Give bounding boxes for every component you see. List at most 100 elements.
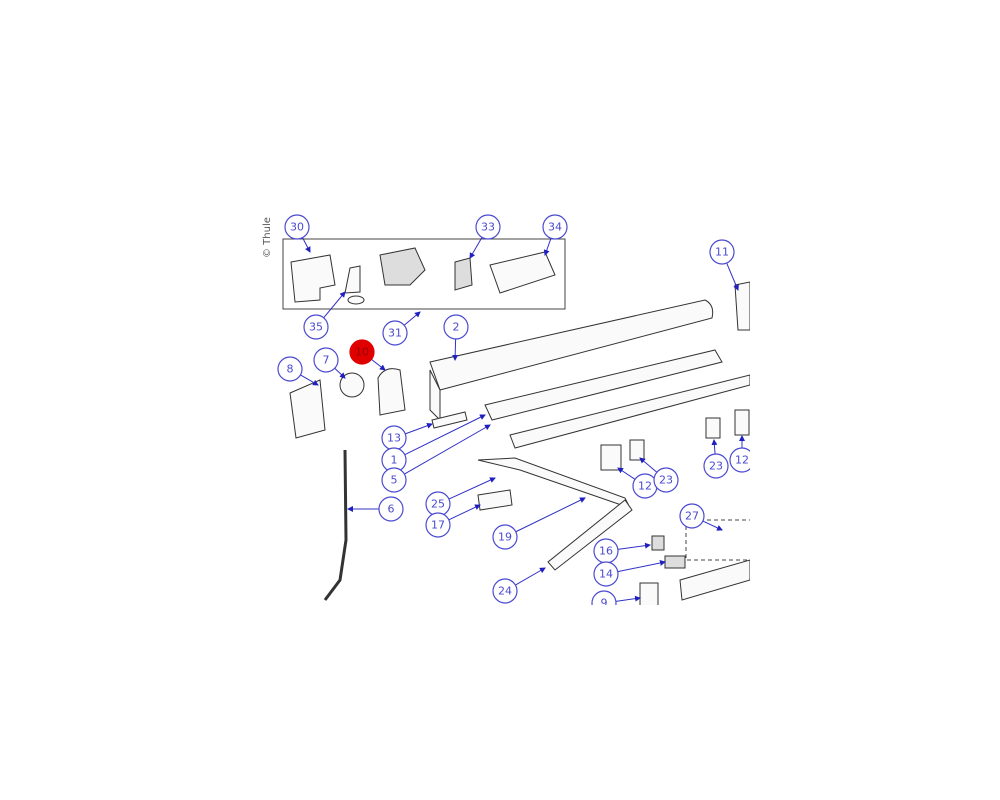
callout-circle (277, 356, 303, 382)
part-12b (734, 409, 750, 436)
detail-box-27 (685, 519, 750, 561)
callout-label: 25 (431, 498, 445, 511)
part-2-profile (429, 299, 714, 391)
callout-17[interactable]: 17 (425, 512, 451, 538)
callout-23[interactable]: 23 (703, 453, 729, 479)
callout-5[interactable]: 5 (381, 467, 407, 493)
callout-31[interactable]: 31 (382, 320, 408, 346)
part-23b (705, 417, 721, 439)
callout-27[interactable]: 27 (679, 503, 705, 529)
callout-34[interactable]: 34 (542, 214, 568, 240)
leader-line-10 (371, 359, 386, 371)
callout-6[interactable]: 6 (378, 496, 404, 522)
part-5-bar (509, 374, 750, 449)
kit-box-31 (282, 238, 566, 310)
callout-35[interactable]: 35 (303, 314, 329, 340)
callout-label: 5 (391, 474, 398, 487)
leader-line-33 (469, 237, 483, 259)
leader-line-30 (302, 237, 311, 253)
part-10 (377, 368, 406, 416)
callout-label: 34 (548, 221, 562, 234)
callout-2[interactable]: 2 (443, 314, 469, 340)
part-11 (734, 281, 750, 331)
callout-label: 17 (431, 519, 445, 532)
callout-23[interactable]: 23 (653, 467, 679, 493)
part-35-ring (347, 295, 365, 305)
callout-label: 12 (735, 454, 749, 467)
leader-line-5 (404, 424, 491, 475)
leader-line-24 (515, 567, 546, 586)
part-34 (489, 251, 556, 294)
callout-label: 33 (481, 221, 495, 234)
callout-16[interactable]: 16 (593, 538, 619, 564)
callout-label: 2 (453, 321, 460, 334)
callout-label: 10 (355, 346, 369, 359)
leader-line-19 (515, 497, 586, 533)
callout-circle (542, 214, 568, 240)
callout-label: 13 (387, 432, 401, 445)
motor-part (379, 247, 426, 286)
callout-label: 23 (659, 474, 673, 487)
callout-9[interactable]: 9 (591, 590, 617, 615)
leader-line-13 (405, 422, 433, 435)
callout-30[interactable]: 30 (284, 214, 310, 240)
callout-circle (679, 503, 705, 529)
leader-line-16 (617, 542, 651, 550)
callout-label: 1 (391, 454, 398, 467)
part-front-bar (679, 559, 750, 601)
callout-circle (703, 453, 729, 479)
part-30 (290, 254, 336, 303)
callout-19[interactable]: 19 (492, 524, 518, 550)
callout-circle (313, 347, 339, 373)
leader-line-34 (543, 238, 552, 256)
callout-label: 19 (498, 531, 512, 544)
callout-label: 30 (290, 221, 304, 234)
callout-circle (443, 314, 469, 340)
callout-circle (284, 214, 310, 240)
callout-12[interactable]: 12 (729, 447, 754, 473)
leader-line-27 (702, 520, 723, 531)
callout-label: 23 (709, 460, 723, 473)
part-12 (600, 444, 622, 471)
leader-line-1 (404, 414, 486, 456)
callout-33[interactable]: 33 (475, 214, 501, 240)
part-14 (664, 555, 686, 569)
callout-label: 9 (601, 597, 608, 610)
callout-14[interactable]: 14 (593, 561, 619, 587)
part-33 (454, 257, 473, 291)
leader-line-17 (448, 504, 481, 521)
part-16 (651, 535, 665, 551)
callout-circle (492, 578, 518, 604)
leader-line-11 (726, 262, 739, 291)
callout-13[interactable]: 13 (381, 425, 407, 451)
part-13 (431, 411, 468, 429)
callout-circle (382, 320, 408, 346)
leader-line-25 (448, 477, 496, 500)
callout-10[interactable]: 10 (349, 339, 375, 365)
callout-label: 27 (685, 510, 699, 523)
callout-circle (349, 339, 375, 365)
leader-line-23 (711, 439, 718, 455)
callout-circle (709, 239, 735, 265)
leader-line-31 (403, 311, 421, 326)
leader-line-35 (323, 291, 346, 319)
callout-label: 16 (599, 545, 613, 558)
callout-circle (381, 467, 407, 493)
callout-label: 14 (599, 568, 613, 581)
callout-circle (303, 314, 329, 340)
part-35 (344, 265, 361, 294)
callout-24[interactable]: 24 (492, 578, 518, 604)
callout-11[interactable]: 11 (709, 239, 735, 265)
callout-12[interactable]: 12 (632, 473, 658, 499)
callout-circle (425, 512, 451, 538)
callout-circle (378, 496, 404, 522)
leader-line-23 (639, 457, 658, 473)
callout-circle (593, 561, 619, 587)
leader-line-2 (452, 338, 459, 361)
part-19-arm-lower (547, 499, 633, 571)
callout-25[interactable]: 25 (425, 491, 451, 517)
callout-label: 24 (498, 585, 512, 598)
callout-7[interactable]: 7 (313, 347, 339, 373)
callout-8[interactable]: 8 (277, 356, 303, 382)
